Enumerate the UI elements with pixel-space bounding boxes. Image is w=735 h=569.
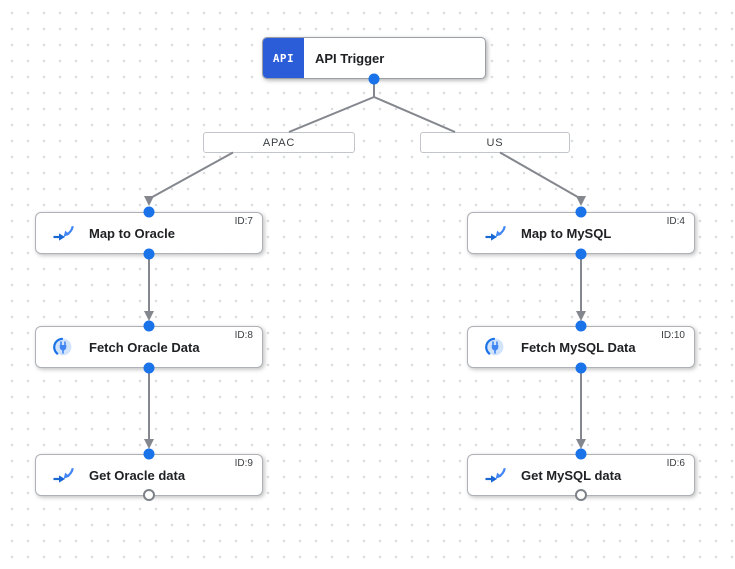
node-api-trigger[interactable]: API API Trigger [262,37,486,79]
node-title: Map to Oracle [89,225,175,241]
node-id-badge: ID:7 [234,216,253,227]
edge-us-to-map-mysql [499,151,580,199]
edge-trigger-to-apac [288,96,375,133]
data-mapping-icon [484,223,506,243]
arrowhead [144,311,154,321]
node-map-to-mysql[interactable]: ID:4 Map to MySQL [467,212,695,254]
node-get-oracle-data[interactable]: ID:9 Get Oracle data [35,454,263,496]
branch-label-text: APAC [262,136,296,149]
node-map-to-oracle[interactable]: ID:7 Map to Oracle [35,212,263,254]
arrowhead [576,439,586,449]
connector-icon [52,337,74,357]
branch-label-apac[interactable]: APAC [203,132,355,153]
node-get-mysql-data[interactable]: ID:6 Get MySQL data [467,454,695,496]
node-title: Map to MySQL [521,225,612,241]
node-id-badge: ID:8 [234,330,253,341]
arrowhead [144,196,154,206]
edge-trigger-to-us [373,96,456,133]
connector-icon [484,337,506,357]
node-title: Get MySQL data [521,467,622,483]
node-id-badge: ID:9 [234,458,253,469]
api-trigger-icon: API [263,38,304,78]
node-title: Fetch MySQL Data [521,339,636,355]
arrowhead [576,311,586,321]
node-fetch-mysql-data[interactable]: ID:10 Fetch MySQL Data [467,326,695,368]
arrowhead [576,196,586,206]
node-fetch-oracle-data[interactable]: ID:8 Fetch Oracle Data [35,326,263,368]
trigger-title: API Trigger [315,50,385,66]
data-mapping-icon [52,223,74,243]
branch-label-text: US [486,136,504,149]
node-title: Get Oracle data [89,467,186,483]
branch-label-us[interactable]: US [420,132,570,153]
node-id-badge: ID:4 [666,216,685,227]
node-id-badge: ID:10 [661,330,685,341]
data-mapping-icon [484,465,506,485]
arrowhead [144,439,154,449]
node-id-badge: ID:6 [666,458,685,469]
node-title: Fetch Oracle Data [89,339,200,355]
data-mapping-icon [52,465,74,485]
edge-apac-to-map-oracle [150,151,234,199]
